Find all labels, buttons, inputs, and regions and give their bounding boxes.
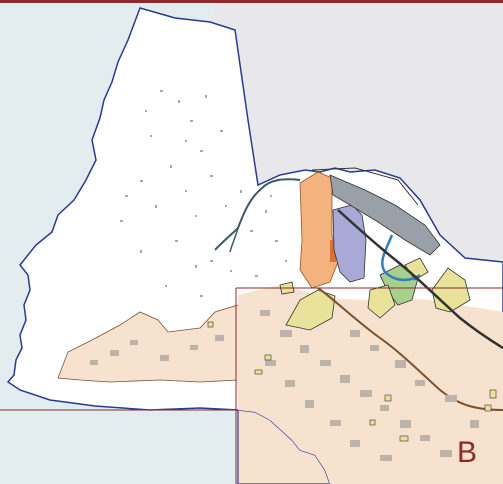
sheet-label: B [457, 436, 477, 469]
landmark-markers [207, 321, 497, 442]
zone-yellow-2 [367, 284, 396, 319]
zone-orange [299, 171, 339, 289]
creek [214, 178, 301, 251]
river [381, 234, 421, 282]
creek-branch [229, 227, 239, 253]
railway [317, 287, 503, 411]
urban-zone-west [57, 304, 251, 383]
urban-blocks [90, 310, 479, 461]
zone-red-small [330, 240, 336, 262]
top-border [0, 0, 503, 3]
zone-yellow-1 [285, 289, 336, 331]
district-boundary [311, 167, 419, 206]
building-cluster [120, 90, 287, 297]
urban-zone-main [236, 285, 503, 484]
port-area [329, 174, 441, 256]
main-road [337, 209, 503, 350]
